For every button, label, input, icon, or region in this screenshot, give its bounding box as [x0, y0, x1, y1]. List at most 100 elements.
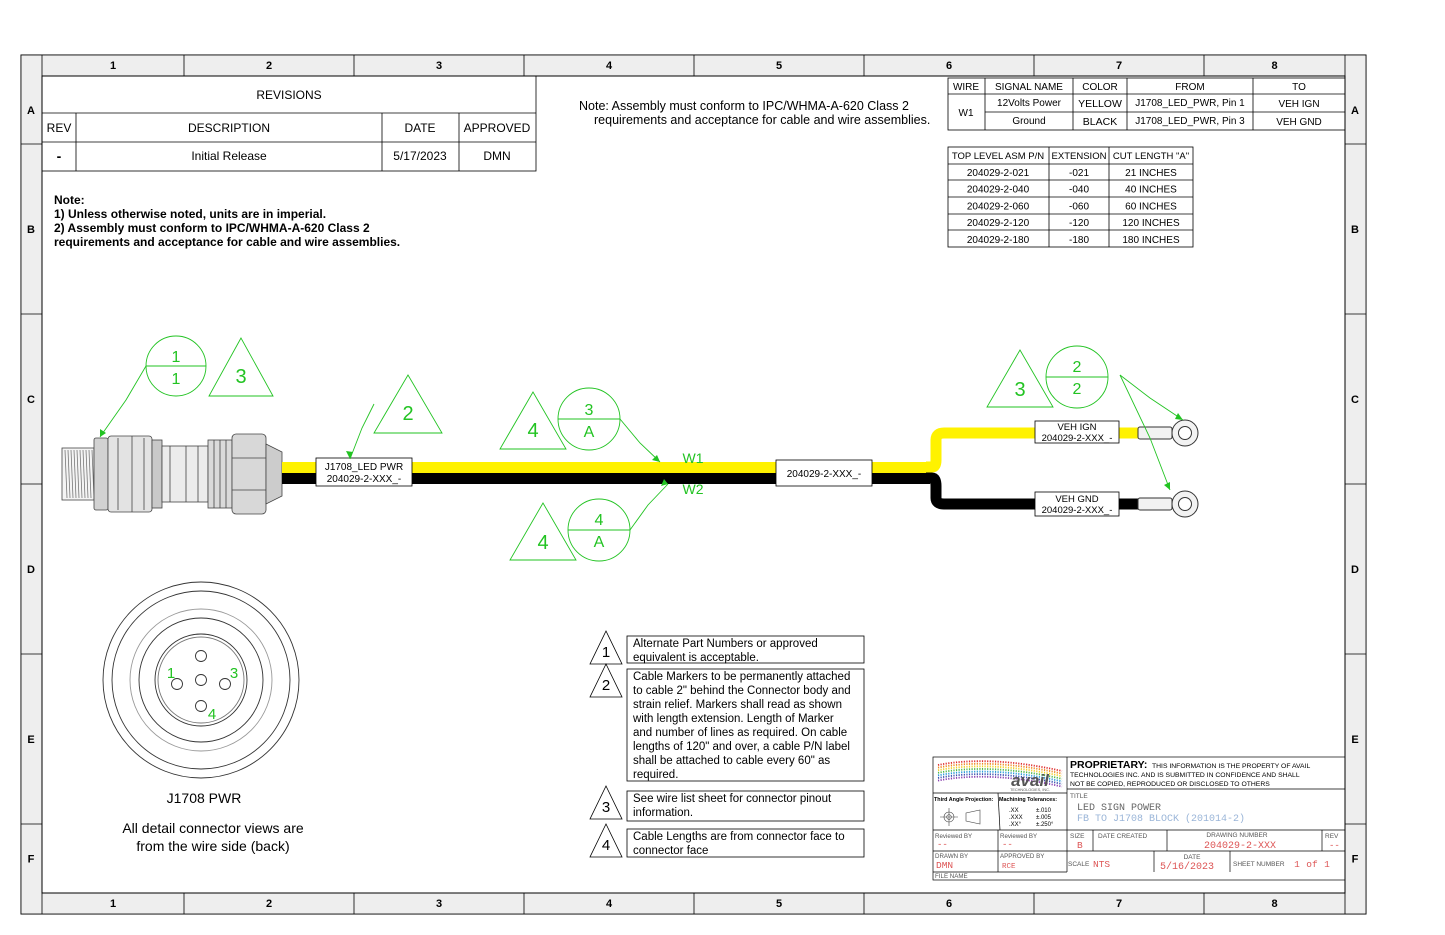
projection-symbol	[940, 808, 981, 826]
note-text-line: Cable Lengths are from connector face to	[633, 831, 845, 843]
title-block-frame	[932, 756, 1346, 881]
zone-row-label: F	[28, 854, 35, 866]
zone-row-label: D	[27, 564, 35, 576]
asm-cell: 204029-2-060	[967, 201, 1030, 212]
marker-mid-text: 204029-2-XXX_-	[787, 469, 862, 480]
top-note-line2: requirements and acceptance for cable an…	[594, 113, 930, 127]
date-label-tb: DATE	[1184, 854, 1202, 861]
tolerance-value: ±.250°	[1036, 822, 1054, 828]
wire-black	[282, 473, 930, 484]
zone-strip-bottom	[20, 892, 1367, 915]
approved-value: DMN	[483, 149, 510, 163]
title-label: TITLE	[1070, 793, 1088, 800]
rev-value: -	[57, 148, 62, 164]
color-1: YELLOW	[1078, 98, 1122, 110]
triangle-w2-num: 4	[537, 532, 548, 554]
asm-cell: 204029-2-021	[967, 168, 1030, 179]
sheet-total-value: 1	[1324, 859, 1330, 870]
asm-ext-header: EXTENSION	[1052, 151, 1107, 162]
zone-column-label: 8	[1271, 898, 1277, 910]
note-line-3: requirements and acceptance for cable an…	[54, 235, 400, 249]
tolerance-key: .XX°	[1009, 822, 1022, 828]
note-text-line: See wire list sheet for connector pinout	[633, 793, 832, 805]
date-created-label: DATE CREATED	[1098, 833, 1148, 840]
asm-cut-header: CUT LENGTH "A"	[1113, 151, 1189, 162]
logo-arc	[937, 762, 1063, 775]
triangle-connector-num: 3	[235, 366, 246, 388]
sheet-number-value: 1	[1294, 859, 1300, 870]
connector-thread	[88, 449, 92, 499]
note-triangle	[589, 663, 623, 698]
zone-column-label: 1	[110, 898, 116, 910]
from-header: FROM	[1175, 82, 1204, 93]
balloon-w2-bottom: A	[594, 534, 605, 551]
avail-logo-subtext: TECHNOLOGIES, INC.	[1010, 788, 1050, 792]
drawing-number-value: 204029-2-XXX	[1204, 841, 1276, 852]
color-header: COLOR	[1082, 82, 1118, 93]
drawn-by-label: DRAWN BY	[935, 853, 968, 860]
zone-column-label: 4	[606, 60, 613, 72]
logo-arc	[937, 760, 1063, 772]
zone-row-label: C	[1351, 394, 1359, 406]
to-header: TO	[1292, 82, 1306, 93]
balloon-ring-bottom: 2	[1073, 381, 1082, 398]
connector-body	[61, 433, 283, 515]
connector-thread	[70, 449, 74, 499]
to-1: VEH IGN	[1278, 99, 1319, 110]
logo-arc	[937, 768, 1063, 780]
avail-logo-text: avail	[1011, 771, 1050, 790]
approved-by-label: APPROVED BY	[1000, 853, 1044, 860]
reviewed-by-value-1: --	[937, 840, 948, 850]
tolerance-value: ±.005	[1036, 815, 1052, 821]
zone-row-label: E	[27, 734, 34, 746]
reviewed-by-value-2: --	[1002, 840, 1013, 850]
marker-veh-ign	[1034, 420, 1120, 444]
approved-by-value: RCE	[1002, 863, 1016, 871]
balloon-ring-top: 2	[1073, 359, 1082, 376]
asm-cell: -021	[1069, 168, 1089, 179]
tolerance-key: .XXX	[1009, 815, 1023, 821]
connector-thread	[82, 449, 86, 499]
note-text-line: and number of lines as required. On cabl…	[633, 727, 847, 739]
note-text-line: connector face	[633, 845, 708, 857]
connector-face-view	[102, 581, 300, 779]
zone-column-label: 2	[266, 60, 272, 72]
description-header: DESCRIPTION	[188, 121, 270, 135]
zone-column-label: 3	[436, 60, 442, 72]
signal-header: SIGNAL NAME	[995, 82, 1063, 93]
connector-thread	[79, 449, 83, 499]
drawn-by-value: DMN	[936, 860, 953, 871]
note-box	[626, 790, 865, 822]
zone-strip-left	[20, 54, 43, 915]
note-triangle	[589, 785, 623, 820]
triangle-ring-num: 3	[1014, 379, 1025, 401]
asm-cell: 40 INCHES	[1125, 185, 1177, 196]
sheet-number-label: SHEET NUMBER	[1233, 861, 1285, 868]
asm-cell: 180 INCHES	[1122, 235, 1180, 246]
asm-cell: 120 INCHES	[1122, 218, 1180, 229]
proprietary-line1: THIS INFORMATION IS THE PROPERTY OF AVAI…	[1152, 763, 1310, 770]
note-number: 2	[602, 677, 610, 694]
triangle-w1-num: 4	[527, 420, 538, 442]
marker-veh-gnd	[1034, 491, 1120, 517]
wire-table	[947, 77, 1346, 131]
note-number: 3	[602, 799, 610, 816]
title-line2: FB TO J1708 BLOCK (201014-2)	[1077, 813, 1245, 825]
tolerance-value: ±.010	[1036, 808, 1052, 814]
note-text-line: lengths of 120" and over, a cable P/N la…	[633, 741, 850, 753]
marker-veh-ign-line2: 204029-2-XXX_-	[1042, 433, 1113, 444]
pin-label-3: 3	[230, 665, 238, 682]
connector-thread	[85, 449, 89, 499]
revisions-table	[41, 75, 537, 172]
note-triangle	[589, 823, 623, 858]
note-box	[626, 668, 865, 782]
zone-column-label: 4	[606, 898, 613, 910]
zone-column-label: 5	[776, 898, 782, 910]
from-1: J1708_LED_PWR, Pin 1	[1135, 98, 1245, 109]
notes-title: Note:	[54, 193, 85, 207]
zone-strip-right	[1344, 54, 1367, 915]
marker-mid	[775, 459, 873, 487]
top-note-line1: Note: Assembly must conform to IPC/WHMA-…	[579, 99, 909, 113]
